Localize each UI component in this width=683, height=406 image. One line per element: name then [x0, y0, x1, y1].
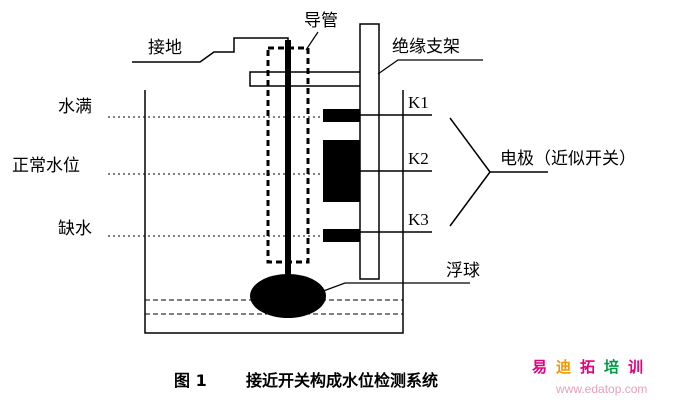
float-ball [250, 274, 326, 318]
ground-wire [132, 37, 289, 63]
label-water-full: 水满 [58, 97, 92, 117]
electrode-k1 [323, 109, 360, 122]
watermark-char-2: 迪 [556, 358, 571, 376]
label-water-low: 缺水 [58, 219, 92, 239]
label-ground: 接地 [148, 38, 182, 58]
label-float-ball: 浮球 [446, 261, 480, 281]
watermark-char-5: 训 [628, 358, 643, 376]
label-guide-tube: 导管 [304, 11, 338, 31]
electrode-brace-bottom [449, 171, 491, 227]
watermark-char-3: 拓 [580, 358, 595, 376]
label-normal-level: 正常水位 [12, 156, 80, 176]
electrode-brace-top [449, 117, 491, 173]
label-k3: K3 [408, 210, 429, 229]
tank-outline [144, 90, 404, 334]
float-leader [317, 282, 470, 294]
electrode-k3 [323, 229, 360, 242]
insulating-bracket [359, 23, 380, 280]
electrode-k2 [323, 140, 360, 202]
guide-tube-leader [305, 31, 319, 51]
caption-title: 接近开关构成水位检测系统 [246, 371, 438, 390]
label-insulating-bracket: 绝缘支架 [392, 37, 460, 57]
bracket-leader [377, 59, 483, 75]
watermark-url: www.edatop.com [555, 382, 647, 396]
caption-figure-number: 图 1 [174, 371, 207, 390]
watermark: 易 迪 拓 培 训 www.edatop.com [532, 358, 647, 396]
label-k2: K2 [408, 149, 429, 168]
watermark-char-1: 易 [532, 358, 547, 376]
watermark-char-4: 培 [604, 358, 619, 376]
label-electrode: 电极（近似开关） [500, 149, 636, 169]
label-k1: K1 [408, 93, 429, 112]
